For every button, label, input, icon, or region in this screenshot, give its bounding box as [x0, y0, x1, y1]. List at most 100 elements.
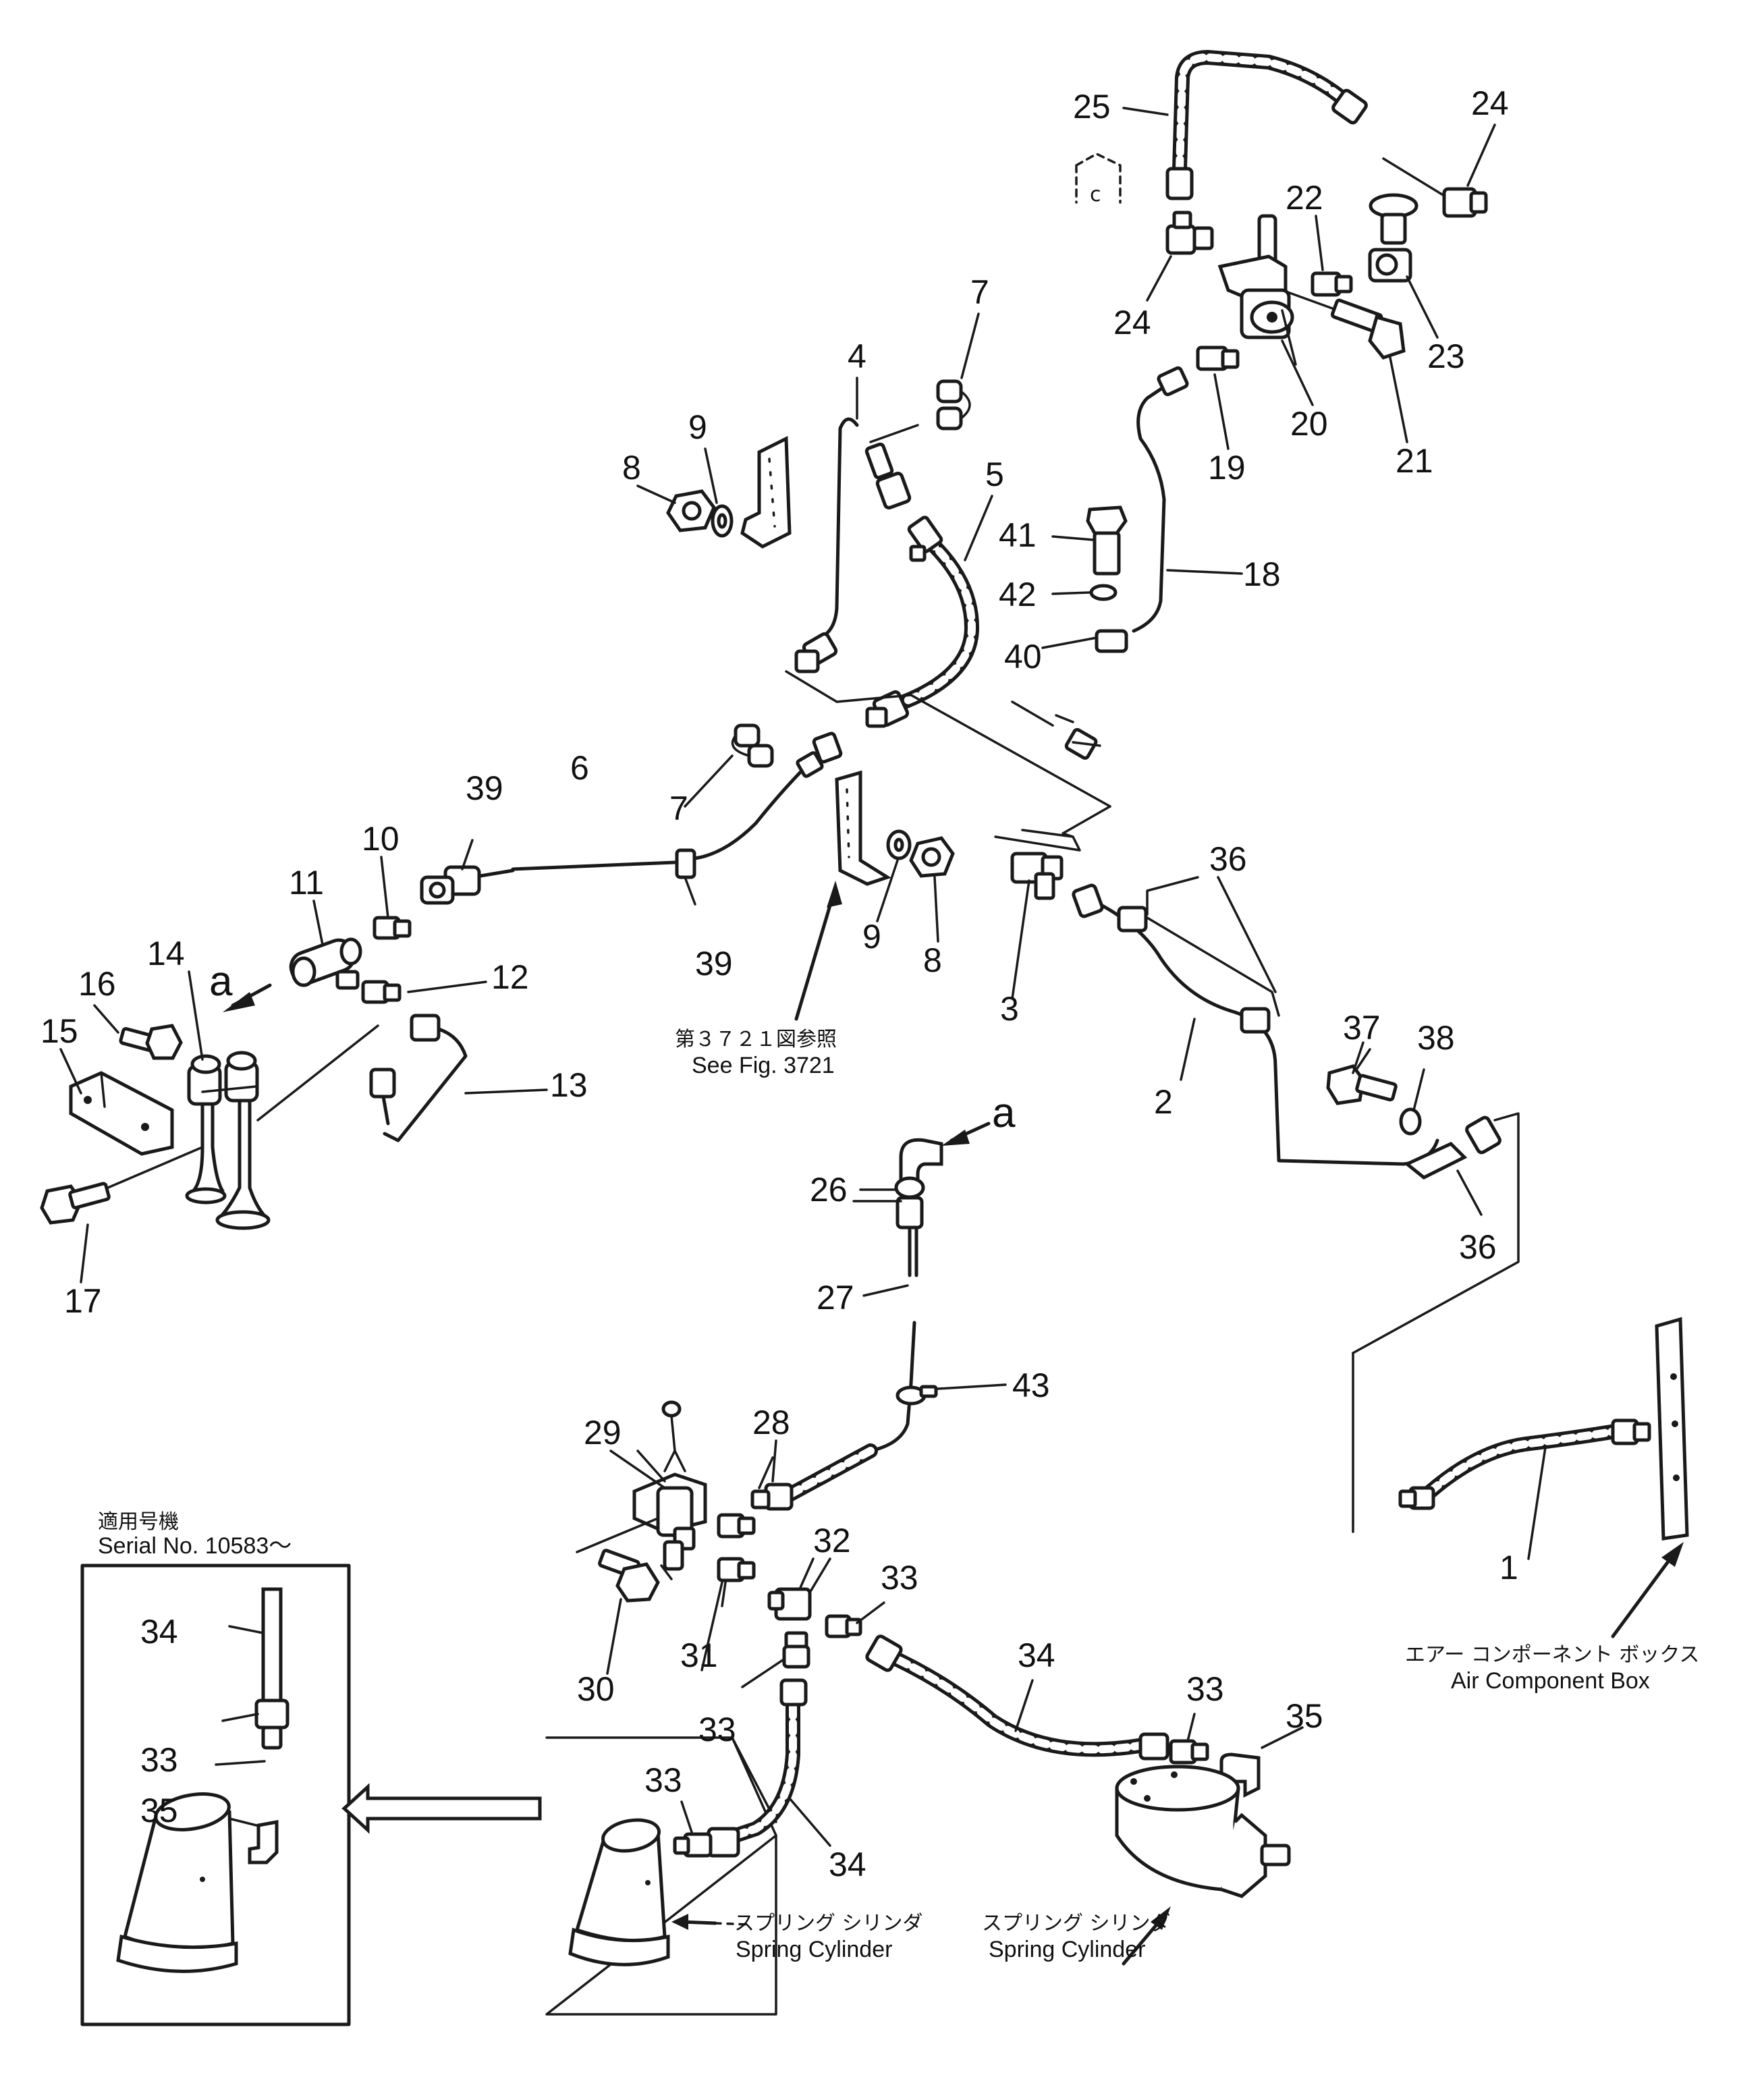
leader-lines: [59, 107, 1496, 1675]
air-component-box-arrow: [1611, 1542, 1684, 1638]
marker-a-right: a: [992, 1090, 1016, 1136]
callout-6: 6: [570, 749, 589, 787]
callout-10: 10: [362, 820, 399, 858]
air-component-box-bracket: [1352, 1317, 1689, 1541]
callout-29: 29: [584, 1414, 622, 1452]
valve-23: [1368, 193, 1418, 283]
serial-note-en: Serial No. 10583～: [98, 1533, 292, 1559]
arrow-a-right: [941, 1122, 991, 1146]
see-fig-arrow: [794, 881, 842, 1021]
callout-14: 14: [147, 935, 185, 972]
callout-13: 13: [550, 1066, 588, 1104]
union-7-upper: [869, 379, 971, 443]
clamp-39-left: [420, 839, 515, 905]
nipple-10: [373, 916, 412, 940]
callout-15: 15: [40, 1012, 78, 1050]
callout-33-b: 33: [698, 1711, 736, 1748]
nipple-12: [361, 980, 487, 1004]
leader-box-mid: [785, 670, 1111, 852]
callout-24-right: 24: [1471, 84, 1509, 122]
union-7-lower: [731, 723, 774, 768]
hose-5: [865, 516, 980, 728]
callout-7-upper: 7: [970, 273, 989, 311]
callout-19: 19: [1208, 449, 1246, 487]
callout-38: 38: [1417, 1019, 1455, 1057]
callout-37: 37: [1343, 1009, 1381, 1047]
tube-6: [511, 731, 843, 871]
callout-33-e: 33: [140, 1741, 178, 1779]
callout-35-b: 35: [140, 1792, 178, 1829]
nipple-19: [1196, 346, 1240, 371]
callout-4: 4: [848, 337, 866, 375]
callout-41: 41: [999, 516, 1037, 554]
clamp-36-upper: [1117, 876, 1280, 1017]
hose-34-left: [707, 1678, 831, 1858]
horn-14: [185, 1024, 379, 1230]
spring-cylinder-left-arrow: [671, 1914, 750, 1930]
bolt-16: [119, 1024, 183, 1060]
spring-left-note-en: Spring Cylinder: [736, 1937, 892, 1962]
callout-21: 21: [1396, 442, 1433, 480]
inset-arrow: [341, 1783, 542, 1834]
callout-20: 20: [1290, 405, 1328, 443]
callout-30: 30: [577, 1670, 615, 1708]
bolt-37: [1326, 1041, 1398, 1105]
nipple-33-right-cylinder: [1169, 1713, 1209, 1765]
clamp-36-lower: [1352, 1112, 1520, 1523]
spring-left-note-jp: スプリング シリンダ: [734, 1912, 923, 1935]
serial-inset-box: [80, 1564, 351, 2026]
spring-cylinder-right: [1115, 1765, 1291, 1898]
callout-3: 3: [1000, 990, 1019, 1028]
callout-33-c: 33: [644, 1761, 682, 1799]
callout-18: 18: [1243, 555, 1281, 593]
bolt-30: [576, 1517, 660, 1603]
callout-39-lower: 39: [695, 945, 733, 983]
spring-cylinder-right-arrow: [1122, 1906, 1171, 1966]
callout-11: 11: [289, 864, 324, 902]
callout-16: 16: [78, 965, 116, 1003]
callout-33-a: 33: [881, 1559, 918, 1597]
washer-38: [1399, 1068, 1425, 1136]
marker-a-left: a: [209, 958, 233, 1005]
bolt-41: [1051, 505, 1128, 576]
callout-34-a: 34: [1018, 1636, 1055, 1674]
valve-29: [632, 1400, 707, 1580]
clamp-36-middle: [1240, 1007, 1271, 1034]
callout-1: 1: [1499, 1549, 1518, 1586]
callout-35-a: 35: [1286, 1697, 1323, 1735]
callout-42: 42: [999, 576, 1037, 613]
callout-7-lower: 7: [669, 790, 688, 827]
callout-5: 5: [985, 455, 1004, 493]
clamp-39-right: [675, 848, 696, 906]
callout-8-lower: 8: [923, 941, 942, 979]
callout-36-upper: 36: [1209, 840, 1247, 878]
tube-13: [369, 1014, 548, 1142]
callout-17: 17: [64, 1282, 102, 1320]
bracket-upper: [740, 436, 792, 549]
horn-bracket-15: [69, 1071, 174, 1156]
elbow-fitting-24-right: [1382, 157, 1488, 218]
tube-27: [862, 1176, 925, 1453]
callout-27: 27: [817, 1279, 854, 1317]
callout-31: 31: [680, 1636, 718, 1674]
callout-12: 12: [491, 958, 529, 996]
nipple-33-below-32: [741, 1631, 810, 1688]
callout-28: 28: [752, 1404, 790, 1441]
nut-8-upper: [666, 489, 716, 532]
hose-25: [1165, 49, 1368, 200]
callout-39-upper: 39: [466, 769, 503, 807]
washer-42: [1051, 584, 1118, 601]
callout-23: 23: [1427, 337, 1465, 375]
nipple-33-left-cylinder: [673, 1800, 713, 1858]
nipple-22: [1311, 271, 1353, 297]
see-fig-note-jp: 第３７２１図参照: [675, 1028, 837, 1051]
elbow-fitting-24-left: [1165, 211, 1214, 255]
arrow-a-left: [223, 983, 272, 1012]
serial-note-jp: 適用号機: [98, 1510, 179, 1534]
fitting-below-40: [1011, 700, 1101, 760]
view-mark-c: c: [1075, 153, 1122, 206]
callout-24-left: 24: [1113, 304, 1151, 341]
callout-36-lower: 36: [1459, 1228, 1497, 1266]
